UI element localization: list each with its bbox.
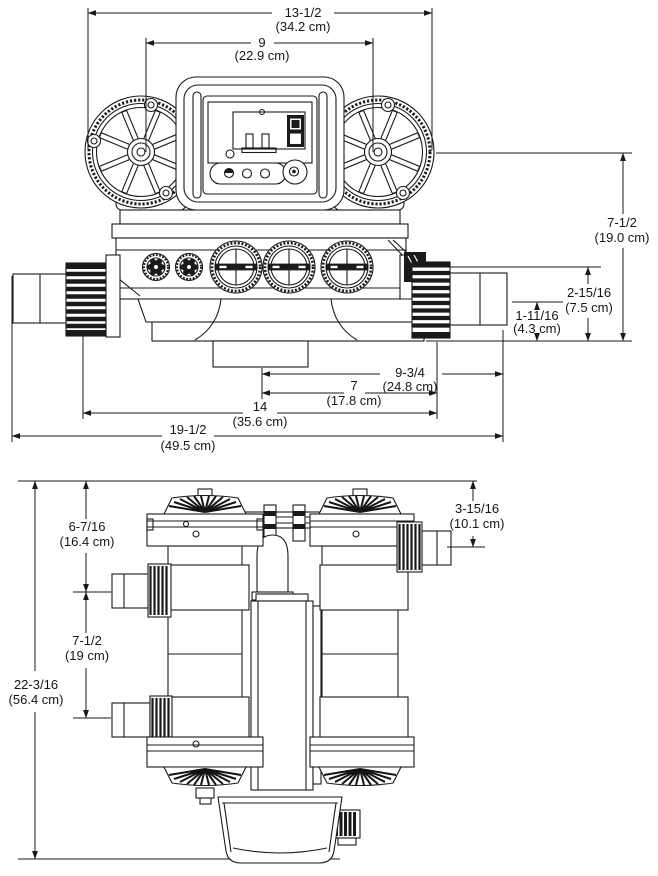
pipe-right (449, 272, 508, 326)
clamp-ring-2 (292, 504, 306, 542)
button-4[interactable] (288, 166, 300, 177)
dim-label: 13-1/2 (285, 5, 322, 20)
base-plate (137, 298, 425, 323)
dim-label: 19-1/2 (170, 422, 207, 437)
head-block-bottom-left (146, 736, 264, 768)
power-switch[interactable] (287, 115, 304, 147)
dim-label-metric: (10.1 cm) (450, 516, 505, 531)
fan-cap-top-right (318, 494, 402, 515)
valve-cap-2 (261, 239, 317, 295)
dim-top-to-outlet-port: 3-15/16 (10.1 cm) (447, 480, 505, 548)
base-drain-block (212, 340, 309, 368)
fan-cap-top-left (163, 494, 247, 515)
injector-cap-2 (174, 252, 204, 282)
valve-body (105, 209, 425, 368)
dim-top-to-upper-port: 6-7/16 (16.4 cm) (60, 480, 115, 593)
dim-label: 7-1/2 (607, 215, 637, 230)
dim-label-metric: (22.9 cm) (235, 48, 290, 63)
dim-body-width: 14 (35.6 cm) (82, 336, 438, 429)
button-3[interactable] (259, 168, 271, 179)
dim-label-metric: (19.0 cm) (595, 230, 650, 245)
dimensions-side: 22-3/16 (56.4 cm) 6-7/16 (16.4 cm) 7-1/2… (9, 480, 505, 860)
dim-overall-height-front: 7-1/2 (19.0 cm) (426, 152, 650, 342)
injector-cap-1 (141, 252, 171, 282)
clamp-ring-1 (263, 504, 277, 542)
dim-label: 9-3/4 (395, 365, 425, 380)
port-lower-left (111, 695, 173, 745)
tank-column-left (111, 488, 264, 805)
head-block-top-left (146, 513, 264, 547)
fan-cap-bottom-left (163, 766, 247, 787)
button-1[interactable] (224, 168, 234, 173)
dim-label: 7 (350, 378, 357, 393)
side-view (18, 480, 477, 864)
dim-wheel-center-width: 9 (22.9 cm) (145, 35, 374, 152)
dim-label-metric: (35.6 cm) (233, 414, 288, 429)
dim-drain-to-inlet: 7 (17.8 cm) (261, 342, 438, 419)
button-panel (209, 159, 308, 185)
outlet-port-right (404, 252, 508, 339)
button-2[interactable] (241, 168, 253, 179)
dim-label-metric: (24.8 cm) (383, 379, 438, 394)
dim-overall-height-side: 22-3/16 (56.4 cm) (9, 480, 64, 860)
port-outlet-right (396, 521, 452, 573)
dim-label-metric: (7.5 cm) (565, 300, 613, 315)
dim-label: 14 (253, 399, 267, 414)
lcd-notch (258, 108, 266, 116)
dim-label-metric: (56.4 cm) (9, 692, 64, 707)
valve-cap-3 (319, 239, 375, 295)
dim-label-metric: (19 cm) (65, 648, 109, 663)
port-upper-left (111, 563, 172, 618)
dim-label: 9 (258, 35, 265, 50)
dim-overall-width: 19-1/2 (49.5 cm) (11, 276, 504, 453)
dim-port-spacing: 7-1/2 (19 cm) (65, 591, 111, 719)
dim-label: 6-7/16 (69, 519, 106, 534)
dim-label: 2-15/16 (567, 285, 611, 300)
dim-label: 7-1/2 (72, 633, 102, 648)
fan-cap-bottom-right (318, 766, 402, 787)
base-band (151, 321, 425, 342)
dim-drain-height: 1-11/16 (4.3 cm) (512, 301, 563, 342)
dim-drain-to-outlet: 9-3/4 (24.8 cm) (261, 330, 504, 442)
dim-label-metric: (4.3 cm) (513, 321, 561, 336)
nut-outlet-right (396, 521, 423, 573)
dim-overall-top-width: 13-1/2 (34.2 cm) (87, 5, 433, 150)
dim-inlet-height: 2-15/16 (7.5 cm) (426, 266, 613, 342)
dim-label-metric: (16.4 cm) (60, 534, 115, 549)
control-head (175, 76, 345, 211)
front-view (12, 76, 508, 368)
dim-label: 22-3/16 (14, 677, 58, 692)
dim-label-metric: (34.2 cm) (276, 19, 331, 34)
inlet-port-left (12, 262, 107, 337)
dome-cylinder (256, 534, 289, 601)
dimensions-front: 13-1/2 (34.2 cm) 9 (22.9 cm) 7-1/2 (19.0… (11, 5, 650, 453)
dim-label-metric: (49.5 cm) (161, 438, 216, 453)
dim-label-metric: (17.8 cm) (327, 393, 382, 408)
face-plate (202, 95, 318, 195)
dim-label: 1-11/16 (515, 308, 558, 323)
lcd-window (232, 111, 306, 150)
dim-label: 3-15/16 (455, 501, 499, 516)
indicator-light (225, 149, 235, 159)
tank-column-right (309, 488, 452, 846)
brine-bucket (217, 796, 343, 864)
head-block-bottom-right (309, 736, 415, 768)
valve-cap-1 (208, 239, 264, 295)
